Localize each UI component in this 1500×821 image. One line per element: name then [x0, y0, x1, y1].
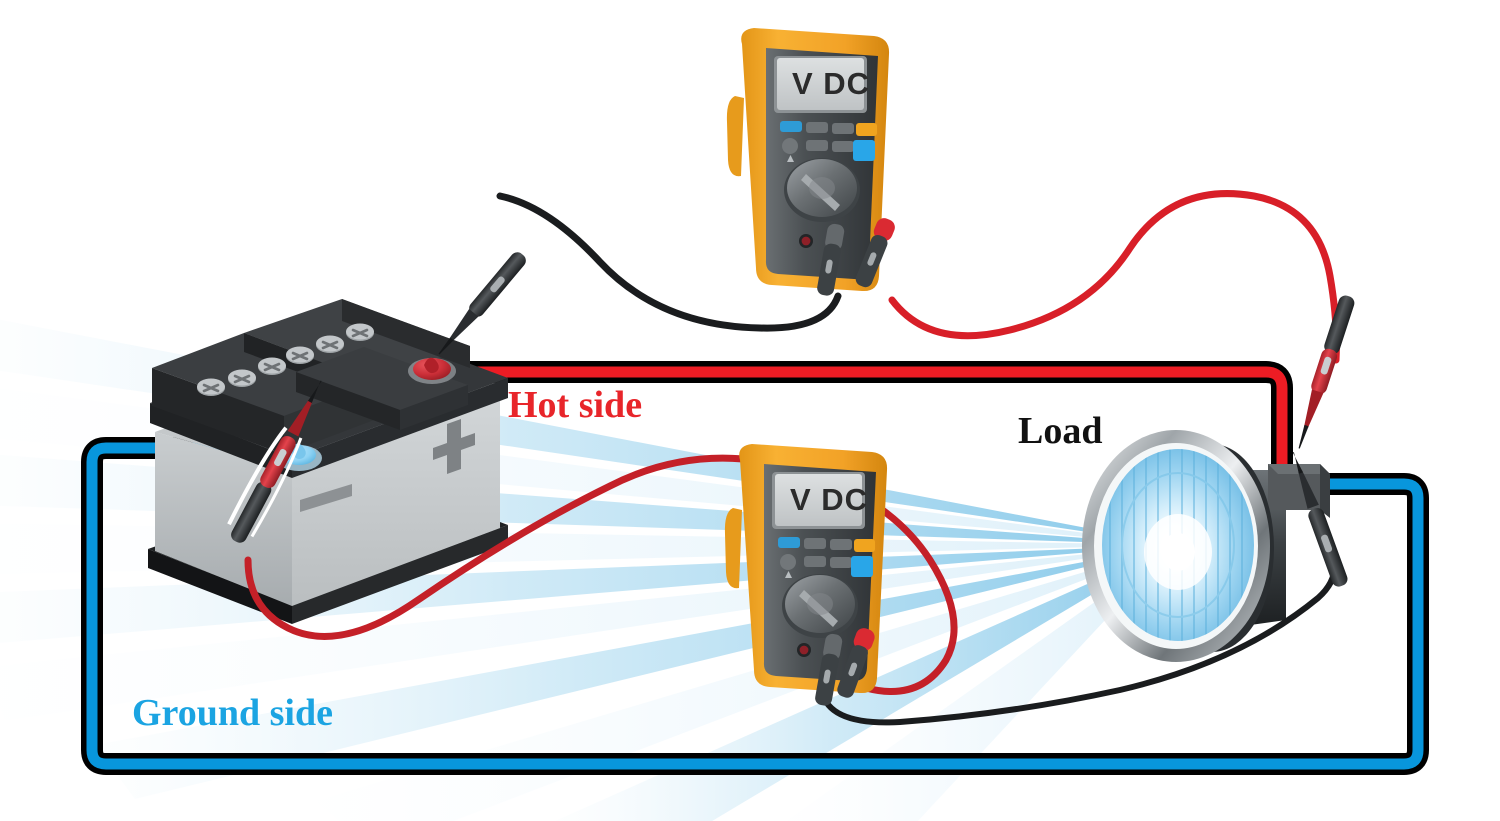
meter-bottom-button-gray-2[interactable] — [830, 539, 852, 550]
battery-positive-terminal — [408, 357, 456, 384]
load-label: Load — [1018, 410, 1103, 452]
meter-bottom-button-cyan[interactable] — [851, 556, 873, 577]
top-meter-red-lead — [888, 190, 1355, 449]
meter-bottom-button-blue[interactable] — [778, 537, 800, 548]
meter-top-button-gray-3[interactable] — [806, 140, 828, 151]
meter-bottom-buttons[interactable] — [778, 537, 875, 578]
meter-top[interactable] — [726, 28, 897, 297]
meter-bottom-display-text: V DC — [790, 482, 869, 517]
hot-side-label: Hot side — [508, 384, 643, 426]
meter-top-indicator-triangle — [787, 155, 794, 162]
meter-top-display-text: V DC — [792, 66, 871, 101]
top-meter-black-lead — [438, 192, 842, 355]
meter-bottom-indicator-triangle — [785, 571, 792, 578]
meter-bottom-button-orange[interactable] — [854, 539, 875, 552]
meter-top-plug-red — [855, 218, 895, 288]
meter-top-button-blue[interactable] — [780, 121, 802, 132]
meter-top-button-orange[interactable] — [856, 123, 877, 136]
meter-bottom-button-gray-4[interactable] — [830, 557, 852, 568]
ground-side-label: Ground side — [132, 692, 333, 734]
meter-bottom-button-gray-3[interactable] — [804, 556, 826, 567]
lamp-assembly — [1082, 430, 1330, 662]
meter-top-button-gray-1[interactable] — [806, 122, 828, 133]
battery-vent-caps — [197, 323, 374, 396]
ground-side-wire — [81, 437, 1429, 775]
meter-top-button-gray-4[interactable] — [832, 141, 854, 152]
battery-positive-marking — [433, 419, 475, 474]
meter-top-plug-black — [817, 223, 845, 296]
battery-body — [148, 299, 508, 624]
meter-top-display — [774, 56, 867, 113]
meter-top-rotary-dial[interactable] — [784, 158, 860, 222]
meter-bottom-rotary-dial[interactable] — [782, 574, 858, 638]
meter-bottom-display — [772, 472, 865, 529]
meter-top-button-gray-2[interactable] — [832, 123, 854, 134]
meter-bottom[interactable] — [724, 444, 888, 707]
battery-negative-marking — [300, 484, 352, 512]
meter-bottom-power-button[interactable] — [780, 554, 796, 570]
meter-bottom-plug-red — [837, 628, 875, 698]
bottom-meter-red-lead — [227, 380, 958, 695]
bottom-meter-black-lead — [819, 452, 1348, 726]
meter-bottom-plug-black — [815, 633, 843, 706]
meter-bottom-button-gray-1[interactable] — [804, 538, 826, 549]
meter-top-button-cyan[interactable] — [853, 140, 875, 161]
meter-top-power-button[interactable] — [782, 138, 798, 154]
meter-top-buttons[interactable] — [780, 121, 877, 162]
